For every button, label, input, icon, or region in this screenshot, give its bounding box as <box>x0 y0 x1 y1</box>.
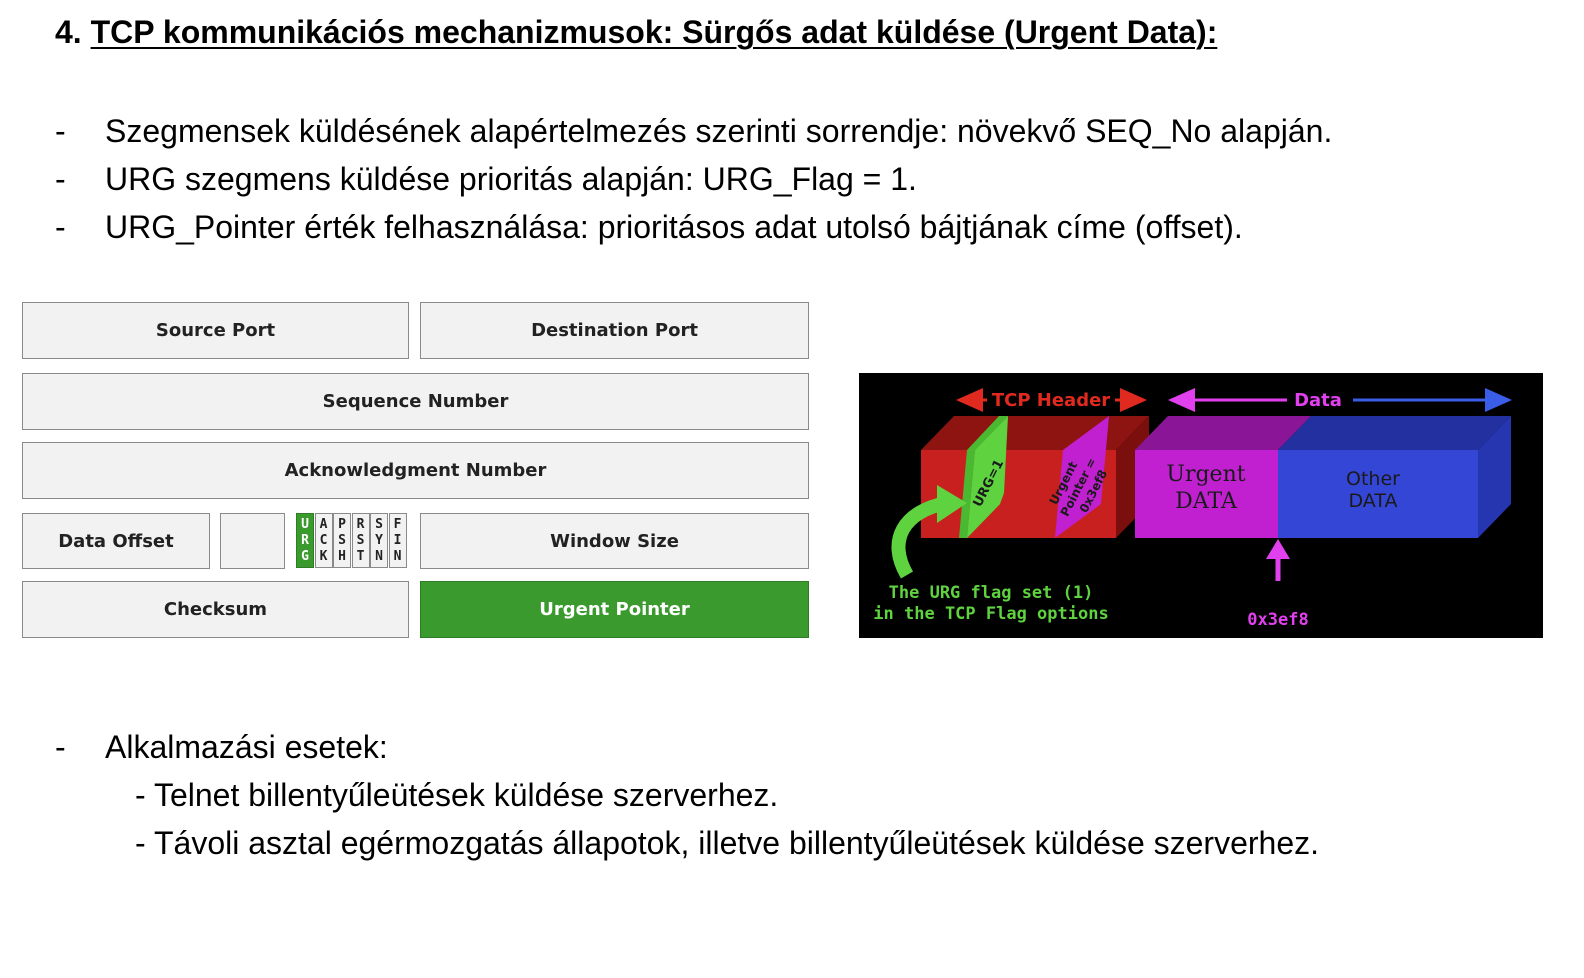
flag-letter: P <box>338 516 346 532</box>
flag-letter: S <box>375 516 383 532</box>
bullet-text: Alkalmazási esetek: <box>105 729 388 765</box>
bullet-text: Szegmensek küldésének alapértelmezés sze… <box>105 113 1333 149</box>
data-offset-field: Data Offset <box>22 513 210 569</box>
flag-letter: Y <box>375 532 383 548</box>
urg-flag-slice <box>967 416 1008 538</box>
urgent-data-block <box>1135 450 1278 538</box>
sub-bullet-text: - Telnet billentyűleütések küldése szerv… <box>135 777 779 813</box>
source-port-field: Source Port <box>22 302 409 359</box>
urgent-pointer-field: Urgent Pointer <box>420 581 809 638</box>
flag-letter: R <box>301 532 309 548</box>
window-size-field: Window Size <box>420 513 809 569</box>
header-block-top <box>921 416 1149 450</box>
acknowledgment-number-field: Acknowledgment Number <box>22 442 809 499</box>
tcp-header-label: TCP Header <box>992 390 1110 411</box>
caption-line2: in the TCP Flag options <box>873 604 1108 624</box>
bullet-text: URG_Pointer érték felhasználása: priorit… <box>105 209 1243 245</box>
checksum-field: Checksum <box>22 581 409 638</box>
flag-letter: K <box>319 548 328 564</box>
flag-letter: I <box>393 532 402 548</box>
urgent-data-label-line2: DATA <box>1175 489 1238 514</box>
sub-bullet-text: - Távoli asztal egérmozgatás állapotok, … <box>135 825 1320 861</box>
bullet-dash: - <box>55 161 66 197</box>
flag-letter: C <box>319 532 328 548</box>
destination-port-field: Destination Port <box>420 302 809 359</box>
bullet-dash: - <box>55 113 66 149</box>
page-title: 4. TCP kommunikációs mechanizmusok: Sürg… <box>55 14 1217 51</box>
flag-letter: H <box>338 548 346 564</box>
caption-line1: The URG flag set (1) <box>889 583 1094 603</box>
flag-letter: S <box>338 532 346 548</box>
sequence-number-field: Sequence Number <box>22 373 809 430</box>
flag-letter: N <box>393 548 402 564</box>
bullet-dash: - <box>55 729 66 765</box>
flag-letter: U <box>301 516 309 532</box>
urg-curved-arrow <box>891 496 949 579</box>
flag-letter: G <box>301 548 309 564</box>
other-data-top <box>1278 416 1511 450</box>
pointer-value-label: 0x3ef8 <box>1247 610 1308 630</box>
reserved-field <box>220 513 285 569</box>
pointer-arrow-head <box>1266 539 1290 559</box>
other-data-block <box>1278 450 1478 538</box>
title-number: 4. <box>55 14 82 50</box>
flag-letter: F <box>393 516 402 532</box>
flag-letter: N <box>375 548 383 564</box>
urg-arrow-head <box>937 485 967 523</box>
flag-letter: S <box>356 532 365 548</box>
bullet-text: URG szegmens küldése prioritás alapján: … <box>105 161 917 197</box>
data-label: Data <box>1294 390 1342 411</box>
other-data-side <box>1478 416 1511 538</box>
flag-letter: R <box>356 516 365 532</box>
urgent-data-top <box>1135 416 1311 450</box>
urg-slice-edge <box>959 416 1008 538</box>
other-data-label-line1: Other <box>1346 468 1400 490</box>
tcp-segment-diagram: TCP Header Data URG=1 Urgent Pointer = 0… <box>859 373 1543 638</box>
title-text: TCP kommunikációs mechanizmusok: Sürgős … <box>90 14 1218 50</box>
urgent-data-label-line1: Urgent <box>1166 462 1245 487</box>
bullet-dash: - <box>55 209 66 245</box>
other-data-label-line2: DATA <box>1349 490 1398 512</box>
segment-illustration: TCP Header Data URG=1 Urgent Pointer = 0… <box>873 388 1512 630</box>
flag-letter: A <box>319 516 328 532</box>
flag-letter: T <box>356 548 365 564</box>
urgent-pointer-slice <box>1055 416 1109 538</box>
